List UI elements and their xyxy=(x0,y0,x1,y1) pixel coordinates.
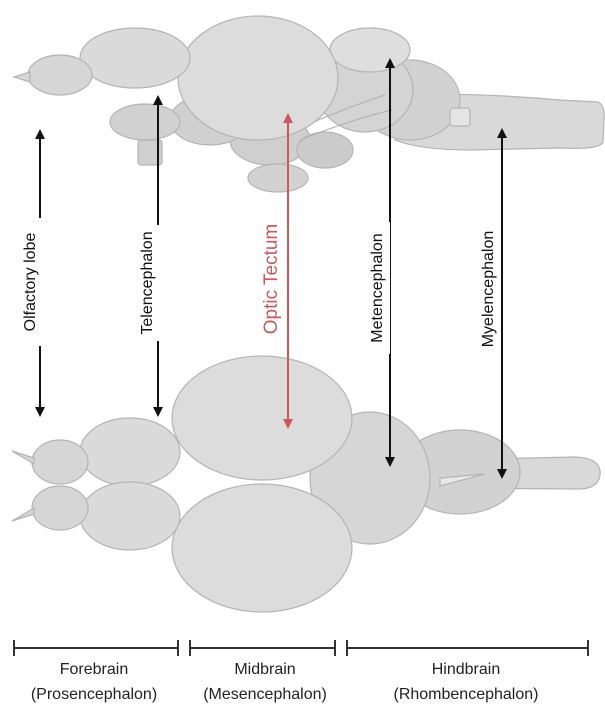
myelencephalon-label: Myelencephalon xyxy=(480,231,497,348)
olfactory-lobe-label: Olfactory lobe xyxy=(22,233,39,332)
optic-tectum-label: Optic Tectum xyxy=(261,224,282,335)
midbrain-bracket xyxy=(190,640,335,656)
hindbrain-subtitle: (Rhombencephalon) xyxy=(394,686,539,703)
midbrain-label: Midbrain xyxy=(234,661,295,678)
midbrain-subtitle: (Mesencephalon) xyxy=(203,686,327,703)
hindbrain-bracket xyxy=(347,640,588,656)
forebrain-label: Forebrain xyxy=(60,661,128,678)
forebrain-subtitle: (Prosencephalon) xyxy=(31,686,157,703)
dorsal-brain-view xyxy=(12,356,600,612)
lateral-brain-view xyxy=(14,16,604,192)
hindbrain-label: Hindbrain xyxy=(432,661,500,678)
metencephalon-label: Metencephalon xyxy=(369,233,386,342)
forebrain-bracket xyxy=(14,640,178,656)
telencephalon-label: Telencephalon xyxy=(139,231,156,334)
